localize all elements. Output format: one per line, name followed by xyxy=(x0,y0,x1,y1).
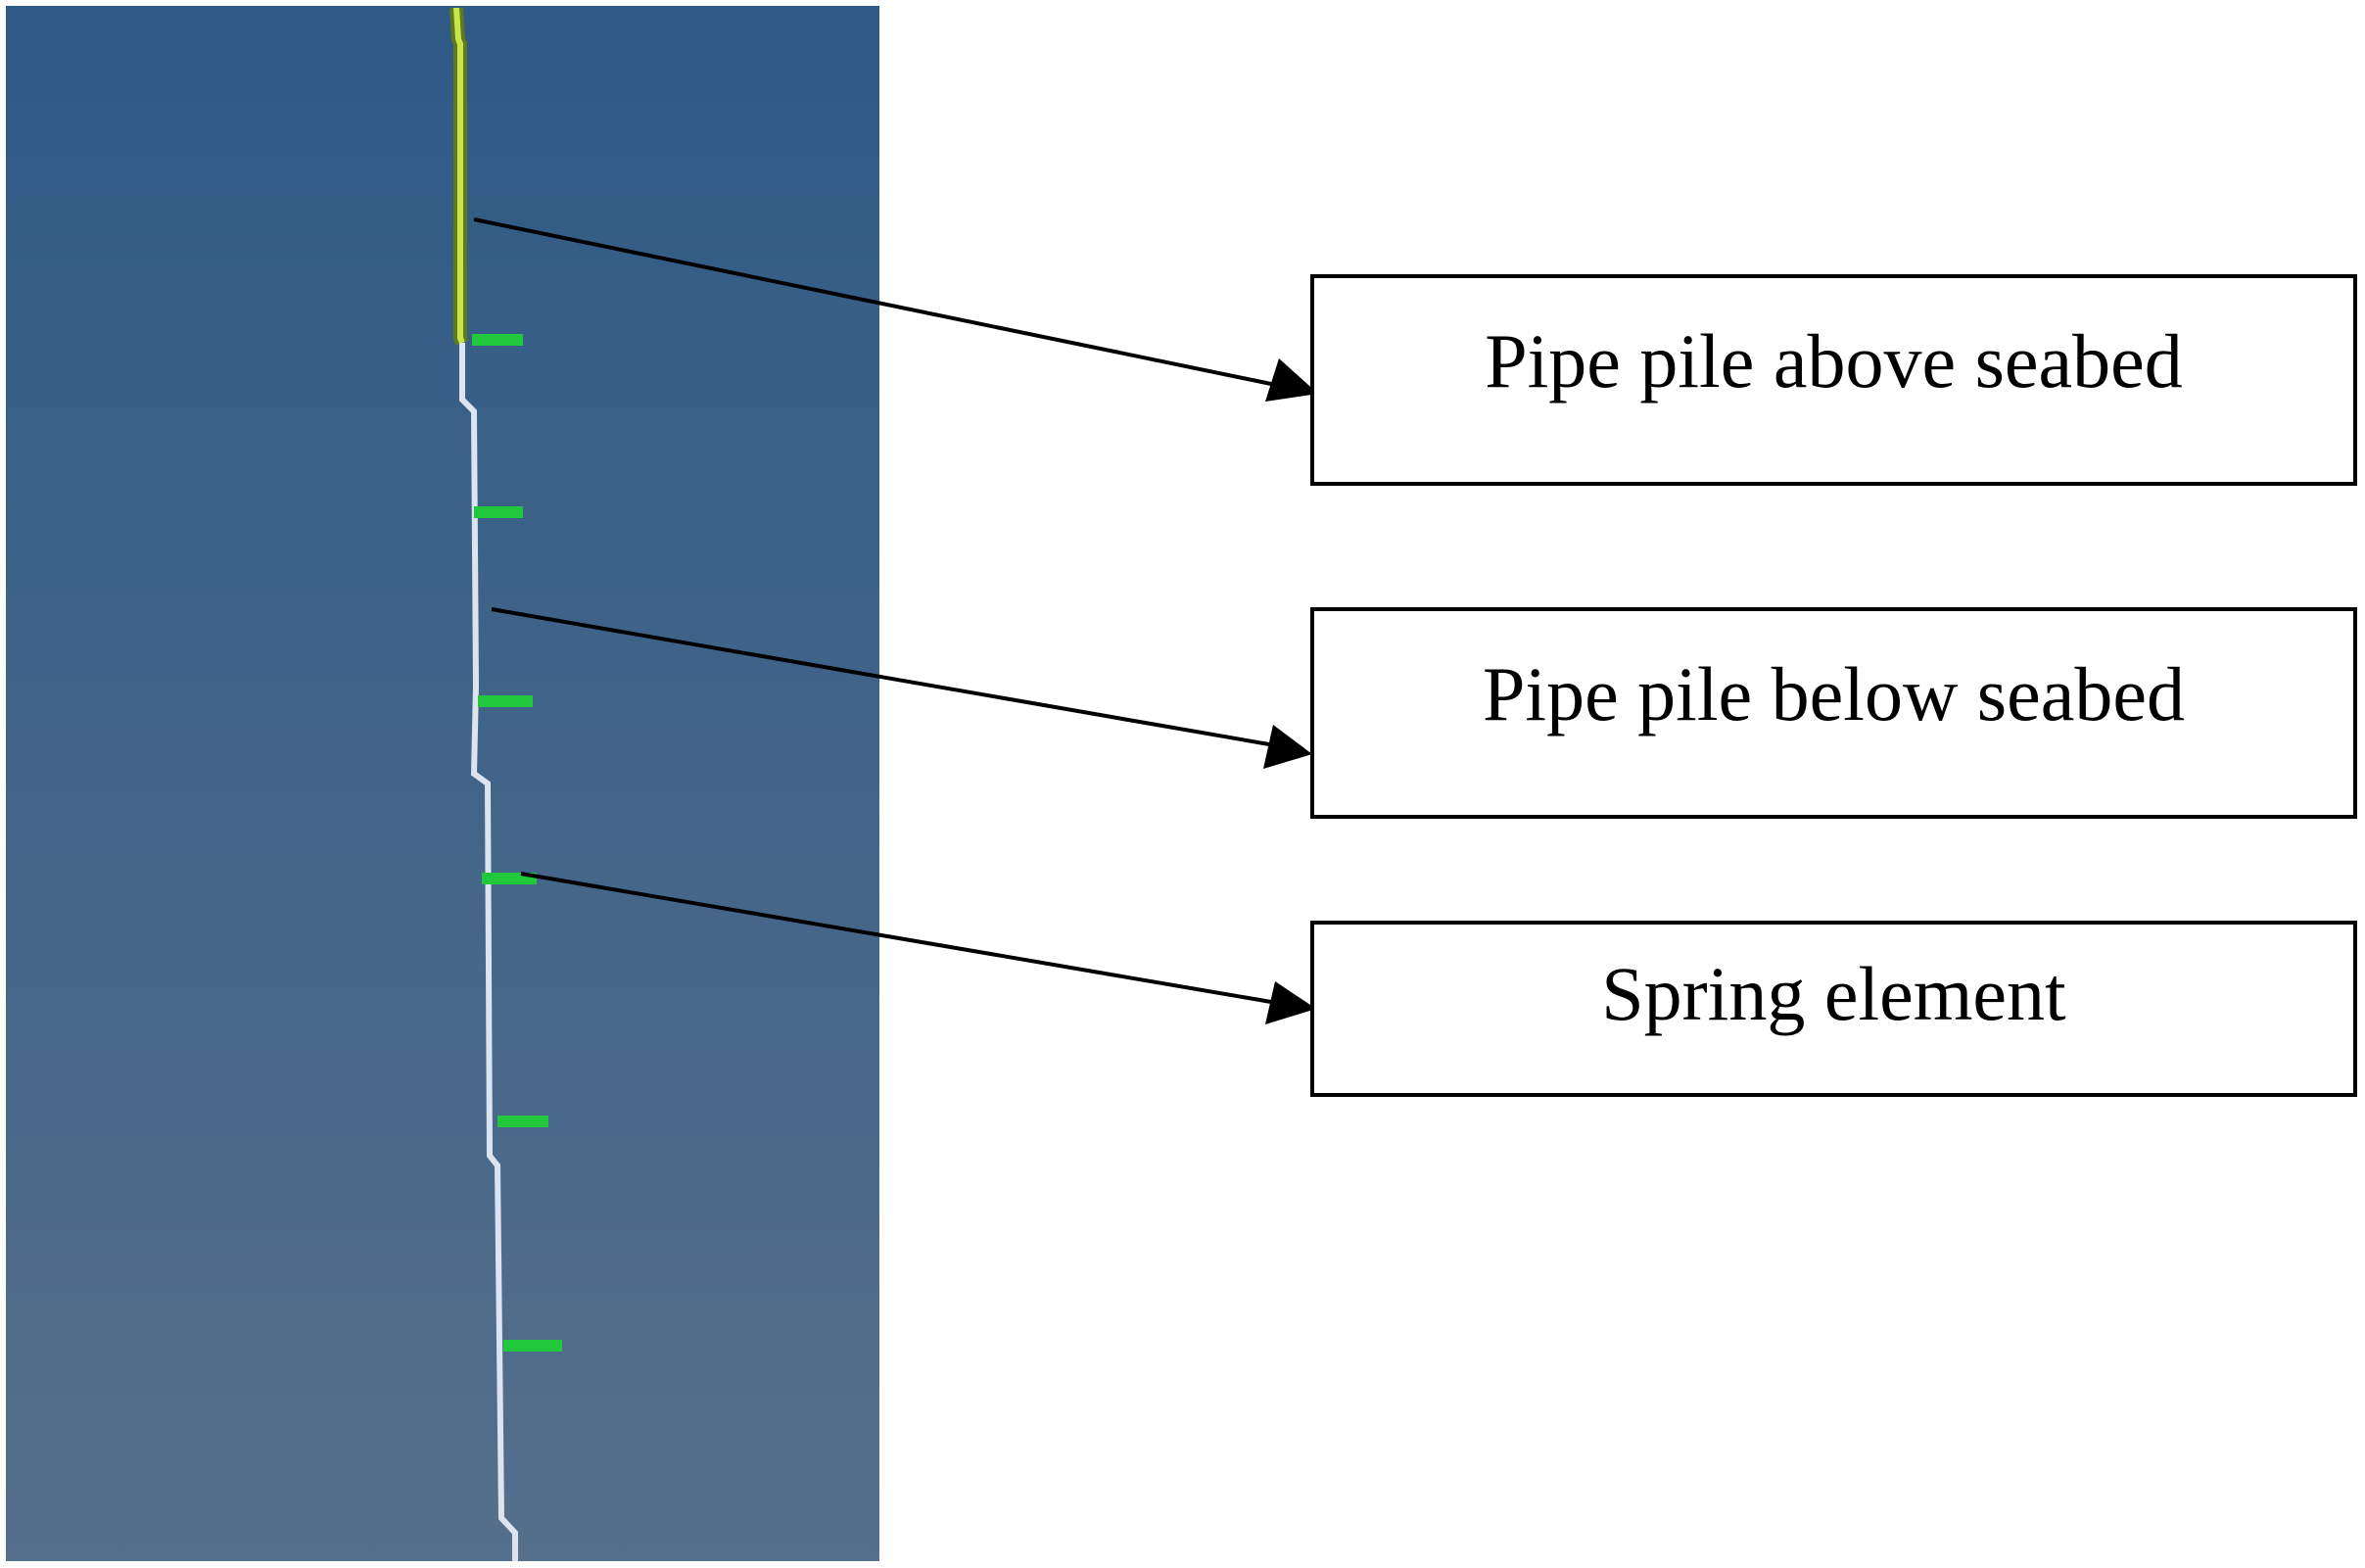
arrowhead xyxy=(1265,981,1316,1024)
label-box-spring-element: Spring element xyxy=(1310,921,2357,1097)
spring-element xyxy=(472,334,523,346)
spring-elements xyxy=(472,334,562,1352)
spring-element xyxy=(478,695,533,707)
model-view-panel xyxy=(6,6,879,1561)
pipe-pile-above-seabed xyxy=(449,7,469,346)
label-pile-above-seabed: Pipe pile above seabed xyxy=(1485,318,2183,404)
label-pile-below-seabed: Pipe pile below seabed xyxy=(1483,651,2185,736)
spring-element xyxy=(497,1116,548,1127)
leader-arrow-below xyxy=(491,607,1312,769)
arrowhead xyxy=(1263,725,1312,769)
leader-arrow-above xyxy=(473,217,1318,402)
arrowhead xyxy=(1265,358,1318,402)
label-spring-element: Spring element xyxy=(1601,951,2066,1036)
label-box-pile-below-seabed: Pipe pile below seabed xyxy=(1310,607,2357,819)
pipe-pile-below-seabed xyxy=(459,343,518,1561)
spring-element xyxy=(503,1340,562,1352)
label-box-pile-above-seabed: Pipe pile above seabed xyxy=(1310,274,2357,486)
leader-arrow-spring xyxy=(520,872,1316,1024)
spring-element xyxy=(474,506,523,518)
